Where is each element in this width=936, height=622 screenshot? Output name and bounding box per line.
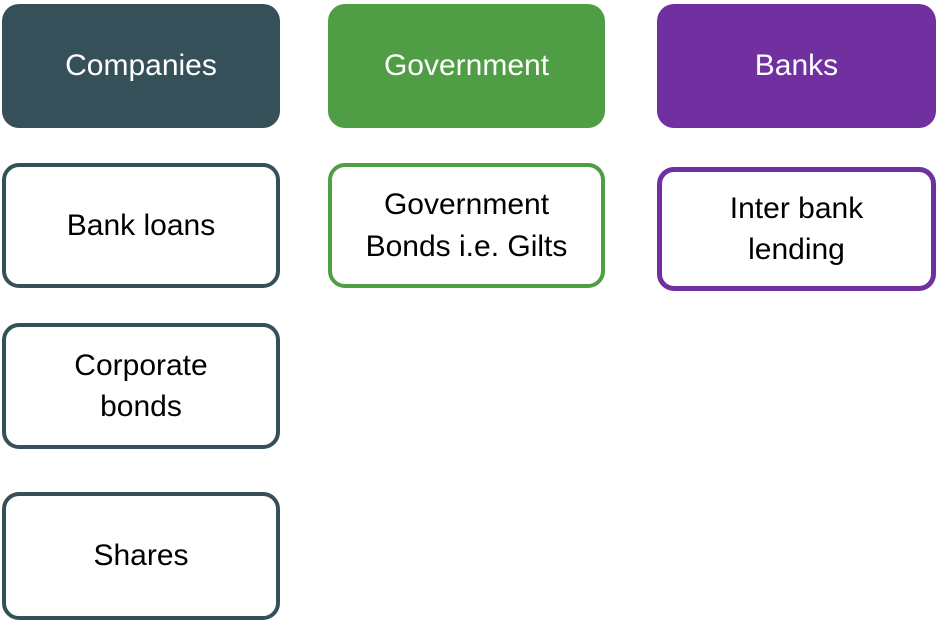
header-companies: Companies xyxy=(2,4,280,128)
item-inter-bank-lending: Inter bank lending xyxy=(657,167,936,291)
item-shares: Shares xyxy=(2,492,280,620)
item-government-bonds-gilts: Government Bonds i.e. Gilts xyxy=(328,163,605,288)
item-corporate-bonds: Corporate bonds xyxy=(2,323,280,449)
item-bank-loans: Bank loans xyxy=(2,163,280,288)
header-banks: Banks xyxy=(657,4,936,128)
header-government: Government xyxy=(328,4,605,128)
